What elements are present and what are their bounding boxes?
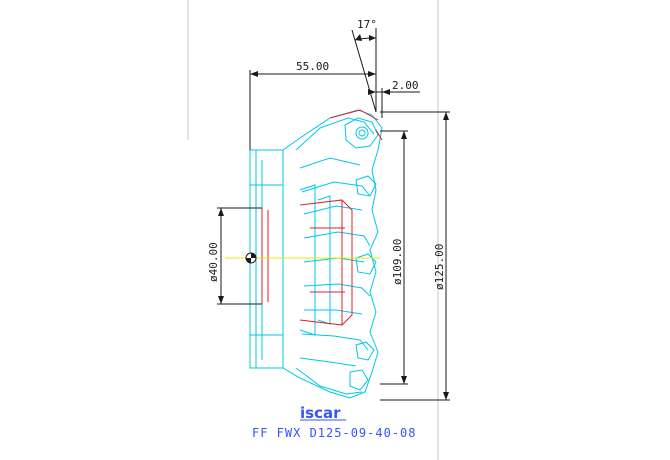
offset-dimension: 2.00 — [392, 79, 419, 92]
outer-diameter-dimension: ø125.00 — [433, 244, 446, 290]
iscar-logo: iscar — [300, 404, 341, 422]
cutter-body — [249, 109, 383, 399]
inner-diameter-dimension: ø109.00 — [391, 239, 404, 285]
part-number-caption: FF FWX D125-09-40-08 — [252, 426, 417, 440]
bore-diameter-dimension: ø40.00 — [207, 242, 220, 282]
center-mark — [245, 252, 257, 264]
angle-dimension: 17° — [357, 18, 377, 31]
hidden-lines — [261, 109, 383, 326]
length-dimension: 55.00 — [296, 60, 329, 73]
dimension-arrows — [218, 34, 449, 400]
sheet-border — [187, 0, 439, 460]
